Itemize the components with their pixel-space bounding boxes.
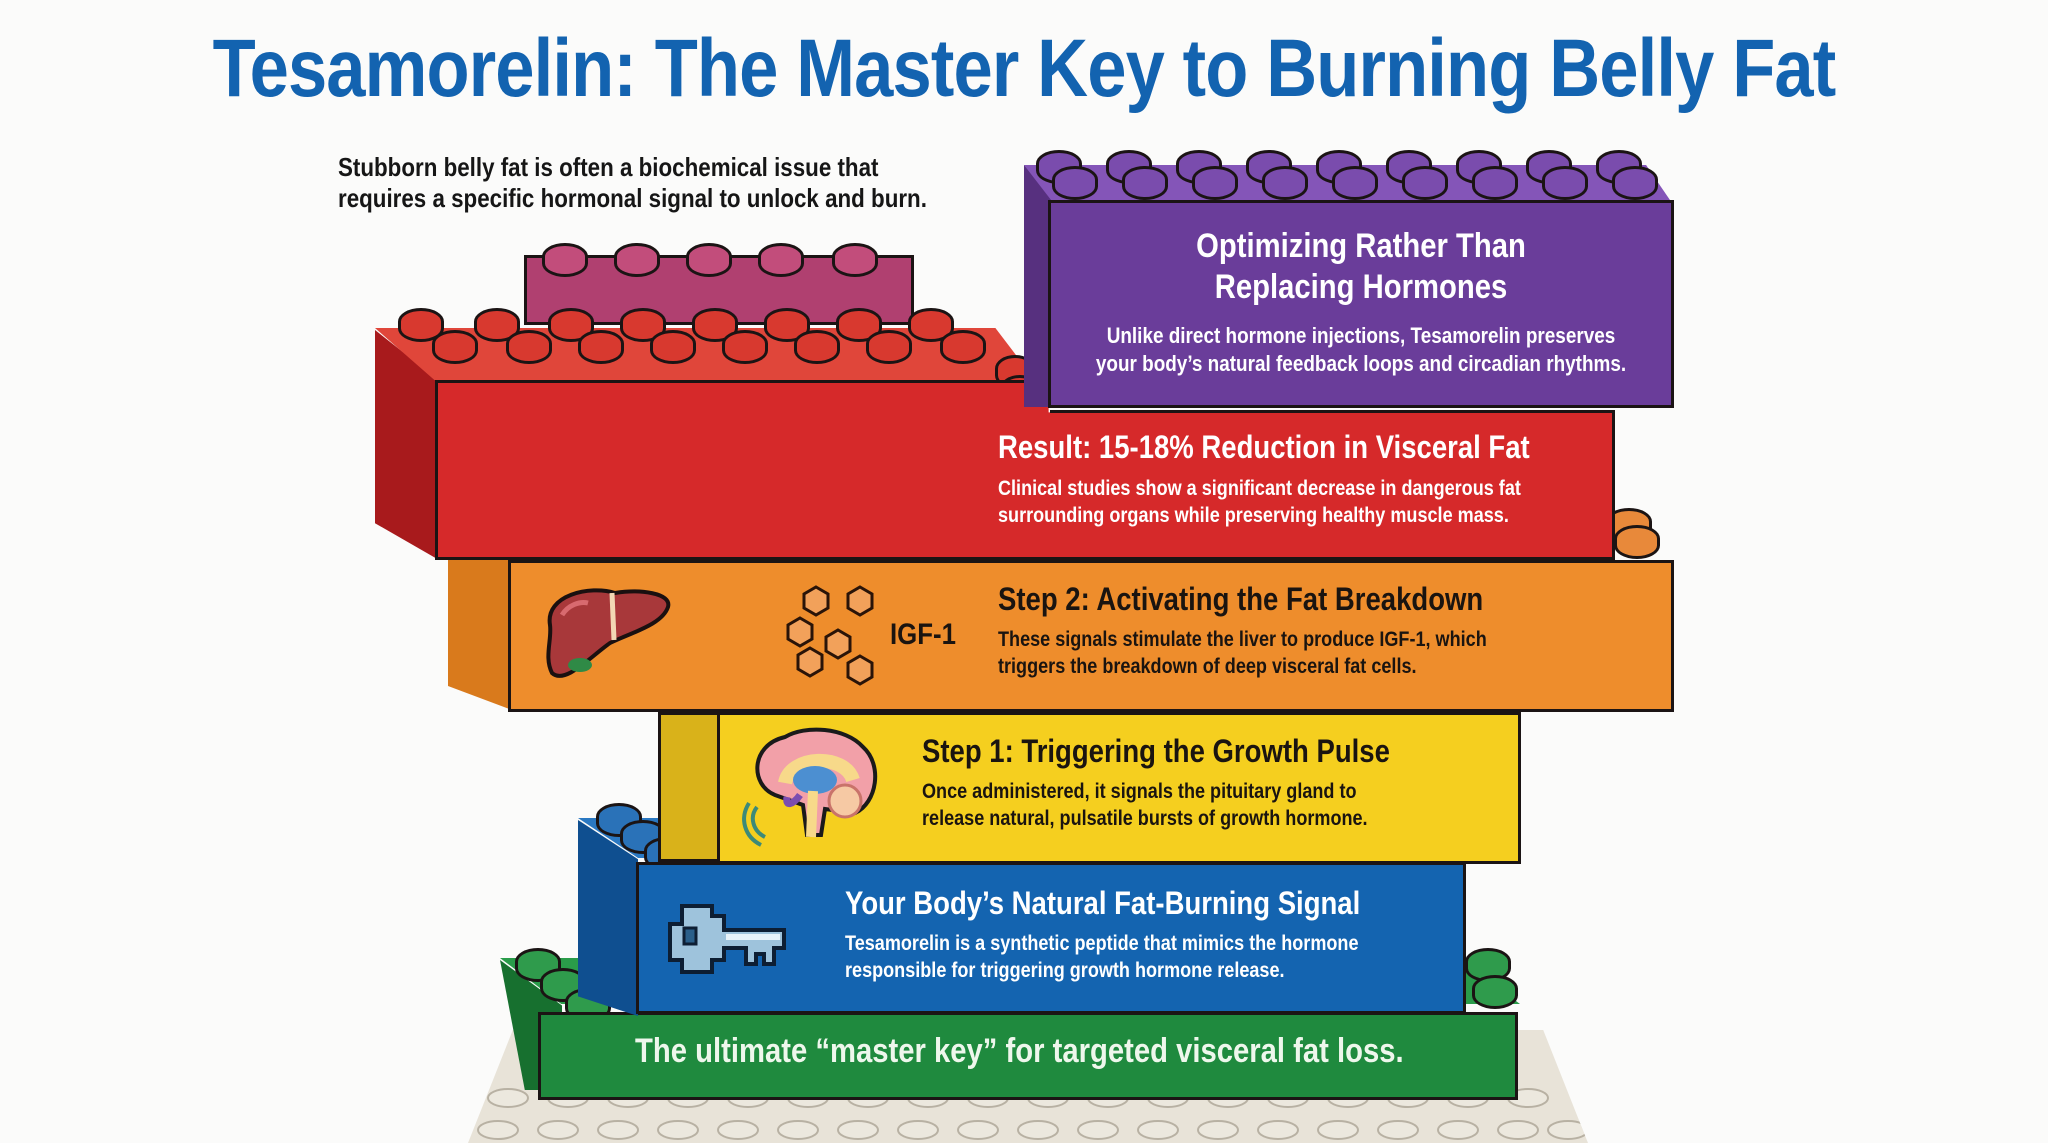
- brain-icon: [742, 727, 878, 847]
- orange-body-line-1: These signals stimulate the liver to pro…: [998, 628, 1487, 651]
- green-brick-front: [538, 1012, 1518, 1100]
- red-body-line-2: surrounding organs while preserving heal…: [998, 504, 1509, 527]
- purple-stud: [1332, 166, 1378, 200]
- red-body-line-1: Clinical studies show a significant decr…: [998, 477, 1521, 500]
- blue-brick-side: [578, 820, 638, 1016]
- red-stud: [722, 330, 768, 364]
- red-stud: [650, 330, 696, 364]
- purple-body-line-2: your body’s natural feedback loops and c…: [1095, 351, 1627, 376]
- magenta-stud: [758, 243, 804, 277]
- purple-body-line-1: Unlike direct hormone injections, Tesamo…: [1106, 323, 1616, 348]
- red-brick-front-edge: [1050, 410, 1615, 413]
- purple-heading: Optimizing Rather Than Replacing Hormone…: [1048, 226, 1674, 308]
- blue-body-line-2: responsible for triggering growth hormon…: [845, 959, 1285, 982]
- red-stud: [506, 330, 552, 364]
- purple-brick-front: [1048, 200, 1674, 408]
- orange-stud: [1614, 525, 1660, 559]
- key-icon: [668, 904, 786, 974]
- red-stud: [836, 308, 882, 342]
- red-body: Clinical studies show a significant decr…: [998, 475, 1521, 529]
- blue-heading: Your Body’s Natural Fat-Burning Signal: [845, 885, 1361, 921]
- orange-body-line-2: triggers the breakdown of deep visceral …: [998, 655, 1417, 678]
- purple-brick-side: [1024, 165, 1052, 407]
- purple-stud: [1402, 166, 1448, 200]
- liver-icon: [546, 588, 671, 678]
- yellow-body-line-1: Once administered, it signals the pituit…: [922, 780, 1357, 803]
- intro-line-1: Stubborn belly fat is often a biochemica…: [338, 152, 879, 182]
- orange-heading: Step 2: Activating the Fat Breakdown: [998, 581, 1484, 617]
- green-caption: The ultimate “master key” for targeted v…: [635, 1032, 1404, 1070]
- purple-stud: [1612, 166, 1658, 200]
- red-stud: [432, 330, 478, 364]
- magenta-stud: [686, 243, 732, 277]
- magenta-stud: [542, 243, 588, 277]
- purple-stud: [1472, 166, 1518, 200]
- orange-brick-side: [448, 560, 512, 710]
- green-stud: [1472, 975, 1518, 1009]
- page-title: Tesamorelin: The Master Key to Burning B…: [212, 23, 1837, 114]
- intro-text: Stubborn belly fat is often a biochemica…: [338, 152, 957, 214]
- intro-line-2: requires a specific hormonal signal to u…: [338, 183, 927, 213]
- red-heading: Result: 15-18% Reduction in Visceral Fat: [998, 429, 1530, 465]
- red-stud: [578, 330, 624, 364]
- purple-stud: [1052, 166, 1098, 200]
- igf1-molecules-icon: [786, 585, 874, 686]
- yellow-brick-side: [658, 712, 720, 862]
- red-stud: [866, 330, 912, 364]
- purple-stud: [1192, 166, 1238, 200]
- orange-brick-front: [508, 560, 1674, 712]
- purple-body: Unlike direct hormone injections, Tesamo…: [1048, 322, 1674, 378]
- magenta-stud: [832, 243, 878, 277]
- red-stud: [794, 330, 840, 364]
- yellow-heading: Step 1: Triggering the Growth Pulse: [922, 733, 1390, 769]
- yellow-body: Once administered, it signals the pituit…: [922, 778, 1368, 832]
- orange-body: These signals stimulate the liver to pro…: [998, 626, 1487, 680]
- purple-stud: [1122, 166, 1168, 200]
- yellow-body-line-2: release natural, pulsatile bursts of gro…: [922, 807, 1368, 830]
- purple-stud: [1542, 166, 1588, 200]
- purple-stud: [1262, 166, 1308, 200]
- blue-body: Tesamorelin is a synthetic peptide that …: [845, 930, 1359, 984]
- igf1-label: IGF-1: [890, 618, 956, 651]
- purple-heading-line-1: Optimizing Rather Than: [1196, 227, 1526, 265]
- blue-body-line-1: Tesamorelin is a synthetic peptide that …: [845, 932, 1359, 955]
- magenta-stud: [614, 243, 660, 277]
- red-stud: [940, 330, 986, 364]
- purple-heading-line-2: Replacing Hormones: [1214, 268, 1508, 306]
